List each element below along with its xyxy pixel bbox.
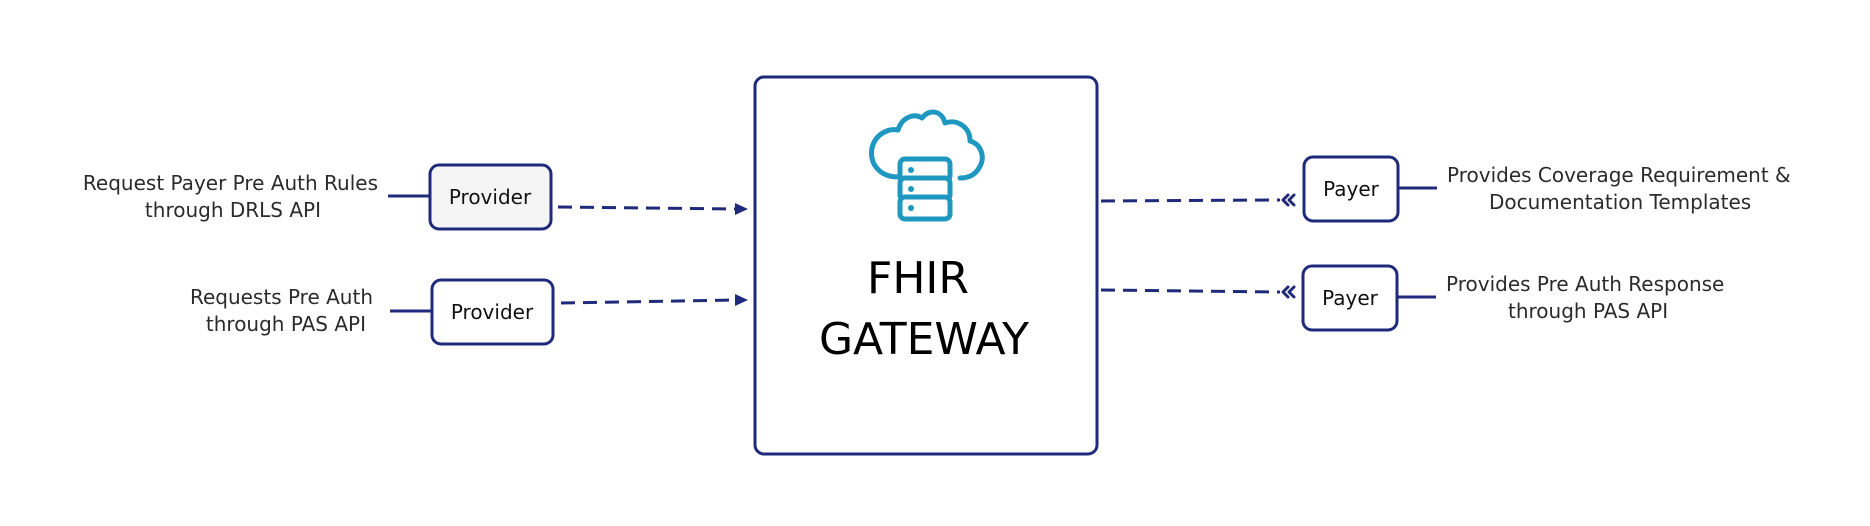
payer-1-description-line1: Provides Coverage Requirement & [1447,163,1791,187]
payer-2-response-line [1100,288,1281,294]
payer-node-2: Payer Provides Pre Auth Response through… [1100,264,1724,332]
payer-1-response-line [1100,198,1281,203]
payer-1-label: Payer [1323,177,1380,201]
provider-2-label: Provider [451,300,534,324]
provider-node-1: Request Payer Pre Auth Rules through DRL… [83,163,748,231]
provider-1-request-arrow [557,205,736,211]
provider-1-description-line1: Request Payer Pre Auth Rules [83,171,378,195]
provider-2-description-line2: through PAS API [206,312,366,336]
payer-1-description-line2: Documentation Templates [1489,190,1751,214]
gateway-box [753,75,1099,456]
cloud-outline [869,109,985,181]
provider-1-description-line2: through DRLS API [145,198,321,222]
server-led-2 [908,186,914,192]
provider-1-label: Provider [449,185,532,209]
provider-2-request-arrow [560,298,736,305]
payer-1-chevron-icon [1281,193,1290,207]
payer-2-description-line2: through PAS API [1508,299,1668,323]
payer-1-chevron-icon-2 [1287,193,1296,207]
provider-1-arrowhead [735,203,748,215]
provider-1-box [428,163,553,231]
server-unit-3 [897,194,953,222]
payer-node-1: Payer Provides Coverage Requirement & Do… [1100,155,1791,223]
provider-2-box [430,278,555,346]
provider-2-description-line1: Requests Pre Auth [190,285,373,309]
fhir-gateway-node: FHIR GATEWAY [753,75,1099,456]
provider-2-arrowhead [735,294,748,306]
gateway-title-line1: FHIR [867,253,969,304]
provider-node-2: Requests Pre Auth through PAS API Provid… [190,278,748,346]
payer-2-label: Payer [1322,286,1379,310]
payer-2-description-line1: Provides Pre Auth Response [1446,272,1724,296]
cloud-server-icon [869,109,985,222]
server-led-3 [908,205,914,211]
server-led-1 [908,167,914,173]
payer-2-chevron-icon [1281,285,1290,299]
gateway-title-line2: GATEWAY [819,314,1029,365]
payer-2-chevron-icon-2 [1287,285,1296,299]
